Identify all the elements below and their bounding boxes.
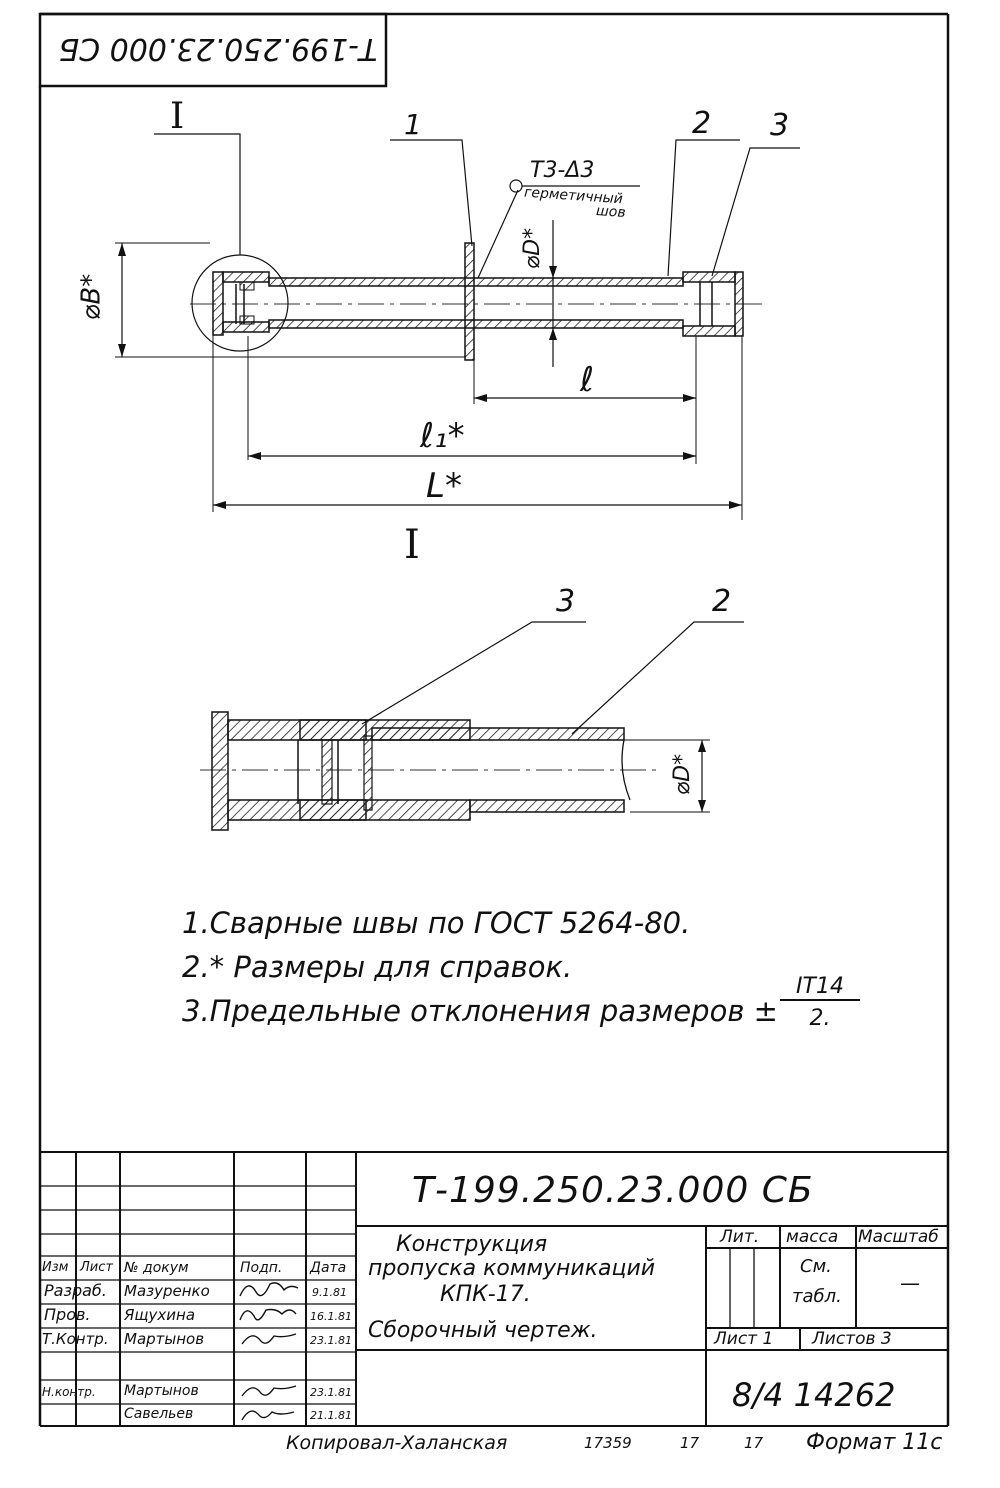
title-line-3: КПК-17.: [440, 1282, 531, 1307]
scale-label: Масштаб: [858, 1227, 939, 1247]
row-name: Ящухина: [124, 1306, 196, 1324]
mass-label: масса: [786, 1227, 839, 1247]
callout-2: 2: [692, 106, 712, 141]
weld-symbol: Т3-Δ3: [530, 158, 595, 183]
lit-label: Лит.: [720, 1227, 760, 1247]
row-date: 23.1.81: [310, 1386, 352, 1399]
header-doc: № докум: [124, 1260, 189, 1276]
header-sign: Подп.: [240, 1260, 283, 1276]
sheet-label: Лист 1: [714, 1329, 774, 1349]
row-date: 21.1.81: [310, 1409, 352, 1422]
scale-value: —: [900, 1271, 920, 1295]
header-list: Лист: [80, 1260, 113, 1275]
dim-l: ℓ: [580, 360, 595, 400]
row-date: 9.1.81: [312, 1286, 347, 1299]
dim-big-l: L*: [426, 466, 462, 506]
note-2: 2.* Размеры для справок.: [182, 950, 573, 984]
footer-n1: 17359: [584, 1434, 632, 1452]
footer-copied: Копировал-Халанская: [286, 1432, 508, 1454]
row-name: Савельев: [124, 1406, 194, 1422]
dim-dia-d: ⌀D*: [520, 227, 546, 270]
sheets-label: Листов 3: [812, 1329, 892, 1349]
dim-l1: ℓ₁*: [420, 416, 465, 456]
corner-stamp: Т-199.250.23.000 СБ: [58, 31, 378, 66]
mass-value-2: табл.: [792, 1286, 842, 1307]
callout-1: 1: [404, 108, 422, 141]
org-code: 8/4 14262: [732, 1376, 896, 1414]
tolerance-denominator: 2.: [809, 1006, 831, 1031]
doc-number: Т-199.250.23.000 СБ: [412, 1170, 814, 1211]
footer-format: Формат 11с: [806, 1430, 943, 1455]
weld-text-2: шов: [595, 202, 627, 222]
detail-callout-3: 3: [556, 584, 576, 619]
note-3: 3.Предельные отклонения размеров ±: [182, 994, 778, 1028]
note-1: 1.Сварные швы по ГОСТ 5264-80.: [182, 906, 691, 940]
detail-callout-2: 2: [712, 584, 732, 619]
tolerance-numerator: IT14: [780, 974, 860, 1001]
callout-3: 3: [770, 108, 790, 143]
header-izm: Изм: [42, 1260, 69, 1275]
footer-n2: 17: [680, 1434, 700, 1452]
footer-n3: 17: [744, 1434, 764, 1452]
row-name: Мазуренко: [124, 1282, 210, 1300]
row-role: Т.Контр.: [42, 1330, 109, 1348]
row-name: Мартынов: [124, 1383, 199, 1399]
dim-dia-b: ⌀B*: [76, 273, 107, 321]
title-line-1: Конструкция: [396, 1232, 548, 1257]
title-line-2: пропуска коммуникаций: [368, 1256, 656, 1281]
header-date: Дата: [310, 1260, 347, 1276]
row-date: 23.1.81: [310, 1334, 352, 1347]
mass-value-1: См.: [800, 1256, 832, 1277]
row-name: Мартынов: [124, 1330, 205, 1348]
detail-dim-dia-d: ⌀D*: [670, 753, 696, 796]
row-date: 16.1.81: [310, 1310, 352, 1323]
row-role: Разраб.: [44, 1281, 107, 1300]
title-line-4: Сборочный чертеж.: [368, 1318, 598, 1343]
row-role: Пров.: [44, 1305, 91, 1324]
view-label-top: I: [170, 96, 185, 137]
row-role: Н.контр.: [42, 1385, 96, 1399]
view-label-detail: I: [404, 522, 420, 568]
